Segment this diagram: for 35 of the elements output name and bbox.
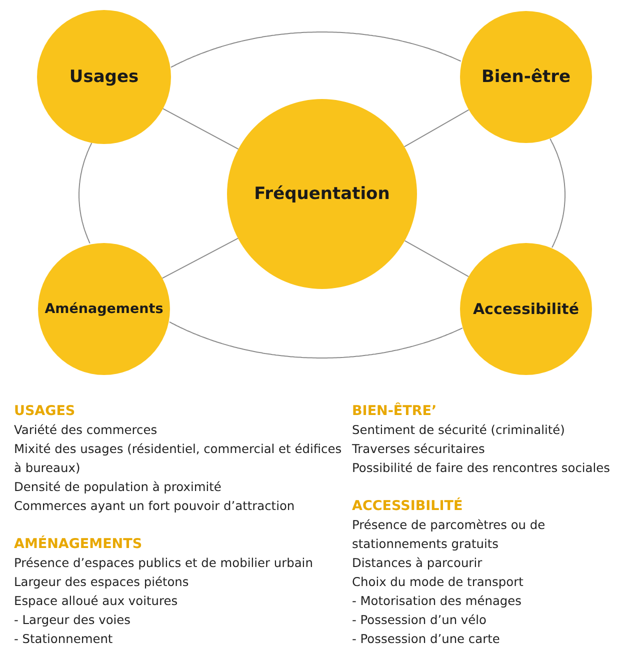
connector-line: [162, 238, 238, 279]
list-item: Distances à parcourir: [352, 555, 484, 572]
list-item: Densité de population à proximité: [14, 479, 222, 496]
list-item: Sentiment de sécurité (criminalité): [352, 422, 566, 439]
list-item: Présence d’espaces publics et de mobilier urbain: [14, 555, 314, 572]
connector-line: [550, 138, 566, 248]
list-item: Possibilité de faire des rencontres sociales: [352, 460, 612, 477]
section-heading: AMÉNAGEMENTS: [14, 535, 144, 554]
node-label: Usages: [69, 67, 139, 87]
list-item: - Largeur des voies: [14, 612, 132, 629]
list-item: Traverses sécuritaires: [352, 441, 486, 458]
section-heading: BIEN-ÊTRE’: [352, 402, 438, 421]
connector-line: [162, 108, 239, 150]
section-heading: USAGES: [14, 402, 76, 421]
list-item: - Possession d’une carte: [352, 631, 501, 648]
connector-line: [169, 321, 463, 358]
connector-line: [404, 240, 469, 278]
list-item: Commerces ayant un fort pouvoir d’attraction: [14, 498, 296, 515]
connector-line: [404, 109, 470, 148]
list-item: Largeur des espaces piétons: [14, 574, 190, 591]
list-item: - Motorisation des ménages: [352, 593, 523, 610]
node-label: Accessibilité: [472, 300, 580, 318]
list-item: Présence de parcomètres ou de stationnements gratuits: [352, 517, 546, 553]
list-item: Choix du mode de transport: [352, 574, 524, 591]
connector-line: [170, 32, 462, 68]
node-label: Fréquentation: [254, 184, 390, 204]
connector-line: [78, 142, 92, 244]
list-item: - Possession d’un vélo: [352, 612, 488, 629]
list-item: Variété des commerces: [14, 422, 158, 439]
node-label: Aménagements: [44, 301, 164, 317]
section-heading: ACCESSIBILITÉ: [352, 497, 464, 516]
node-label: Bien-être: [481, 67, 571, 87]
list-item: Mixité des usages (résidentiel, commercial et édifices à bureaux): [14, 441, 343, 477]
list-item: Espace alloué aux voitures: [14, 593, 179, 610]
list-item: - Stationnement: [14, 631, 114, 648]
